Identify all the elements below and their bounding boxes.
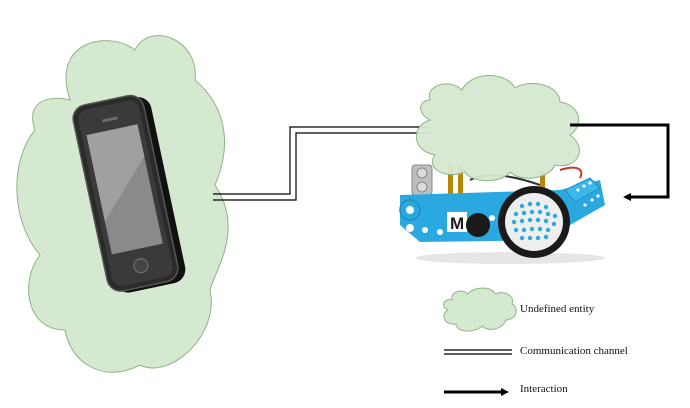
legend-label-interaction: Interaction bbox=[520, 383, 568, 395]
svg-text:M: M bbox=[450, 214, 464, 233]
communication-channel-line bbox=[213, 126, 430, 201]
robot-icon: M bbox=[399, 164, 605, 264]
legend-label-undefined-entity: Undefined entity bbox=[520, 303, 595, 315]
legend-label-communication-channel: Communication channel bbox=[520, 345, 628, 357]
interaction-arrow bbox=[570, 123, 670, 201]
legend-cloud-icon bbox=[443, 287, 517, 332]
legend-channel-icon bbox=[444, 349, 512, 355]
smartphone-icon bbox=[72, 94, 186, 293]
legend bbox=[443, 287, 517, 396]
cloud-robot-entity bbox=[415, 75, 580, 182]
